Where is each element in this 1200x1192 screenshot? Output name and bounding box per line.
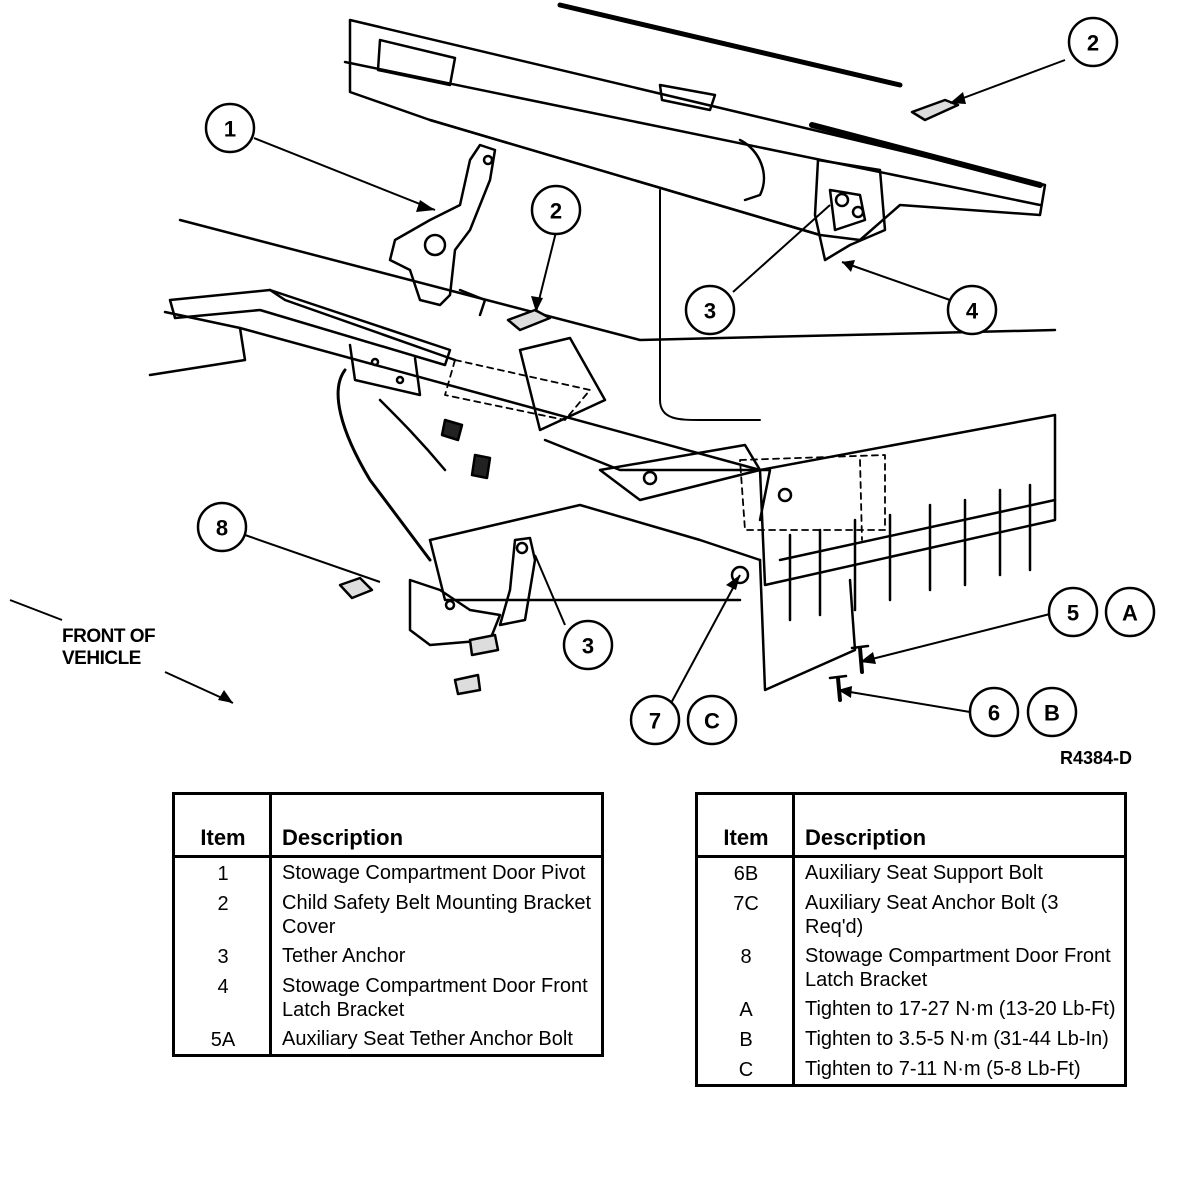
callout-B: B [1044, 701, 1060, 726]
table-row: 8 Stowage Compartment Door Front Latch B… [696, 941, 1126, 994]
leader-lines [9, 59, 1066, 713]
callout-circle-2-lower [530, 184, 582, 236]
legend-left-header-desc: Description [270, 793, 603, 858]
legend-item: 2 [173, 888, 272, 941]
callout-circle-8 [196, 501, 248, 553]
callout-7: 7 [649, 709, 661, 734]
front-latch-bracket-lower [338, 576, 502, 696]
callout-C: C [704, 709, 720, 734]
callout-1: 1 [224, 117, 236, 142]
callout-3-upper: 3 [704, 299, 716, 324]
callout-circle-2-upper [1067, 16, 1119, 68]
legend-desc: Stowage Compartment Door Front Latch Bra… [805, 945, 1111, 991]
table-row: A Tighten to 17-27 N·m (13-20 Lb-Ft) [696, 994, 1126, 1024]
legend-desc: Child Safety Belt Mounting Bracket Cover [282, 892, 592, 938]
callout-circle-A [1104, 586, 1156, 638]
legend-item: C [696, 1054, 795, 1086]
floor-pan [148, 218, 1057, 602]
table-row: 3 Tether Anchor [173, 941, 603, 971]
belt-bracket-cover-lower [506, 308, 552, 332]
legend-desc: Tighten to 17-27 N·m (13-20 Lb-Ft) [805, 998, 1116, 1020]
legend-desc: Tether Anchor [282, 945, 406, 967]
legend-desc: Auxiliary Seat Tether Anchor Bolt [282, 1028, 573, 1050]
callout-6: 6 [988, 701, 1000, 726]
legend-desc: Auxiliary Seat Support Bolt [805, 862, 1043, 884]
legend-desc: Stowage Compartment Door Front Latch Bra… [282, 975, 588, 1021]
table-row: 1 Stowage Compartment Door Pivot [173, 856, 603, 888]
rear-step-plate [758, 413, 1057, 692]
legend-desc: Tighten to 7-11 N·m (5-8 Lb-Ft) [805, 1058, 1081, 1080]
floor-cross-member [168, 288, 457, 397]
callout-circle-7 [629, 694, 681, 746]
exploded-parts-diagram: 1 2 2 3 4 8 3 5 A 6 B 7 C [9, 2, 1156, 746]
legend-right-header-item: Item [696, 793, 795, 858]
door-pivot [388, 143, 497, 317]
legend-desc: Stowage Compartment Door Pivot [282, 862, 586, 884]
callout-2-lower: 2 [550, 199, 562, 224]
belt-bracket-cover-upper [910, 98, 960, 122]
upper-cross-member [343, 2, 1047, 242]
table-row: 4 Stowage Compartment Door Front Latch B… [173, 971, 603, 1024]
leader-arrowheads [218, 92, 966, 703]
callout-3-lower: 3 [582, 634, 594, 659]
table-row: 7C Auxiliary Seat Anchor Bolt (3 Req'd) [696, 888, 1126, 941]
phantom-door-outline [444, 359, 886, 541]
legend-desc: Auxiliary Seat Anchor Bolt (3 Req'd) [805, 892, 1059, 938]
callout-circle-C [686, 694, 738, 746]
front-of-vehicle-label: FRONT OF VEHICLE [62, 626, 156, 670]
callout-circle-1 [204, 102, 256, 154]
legend-item: 6B [696, 856, 795, 888]
front-label-line2: VEHICLE [62, 648, 141, 669]
legend-item: 8 [696, 941, 795, 994]
legend-item: 7C [696, 888, 795, 941]
table-row: C Tighten to 7-11 N·m (5-8 Lb-Ft) [696, 1054, 1126, 1086]
table-row: B Tighten to 3.5-5 N·m (31-44 Lb-In) [696, 1024, 1126, 1054]
table-row: 2 Child Safety Belt Mounting Bracket Cov… [173, 888, 603, 941]
callout-circle-3-lower [562, 619, 614, 671]
legend-item: A [696, 994, 795, 1024]
callout-2-upper: 2 [1087, 31, 1099, 56]
callout-circle-4 [946, 284, 998, 336]
table-row: 6B Auxiliary Seat Support Bolt [696, 856, 1126, 888]
callout-circle-B [1026, 686, 1078, 738]
legend-item: 1 [173, 856, 272, 888]
tether-anchor-lower [498, 536, 537, 627]
legend-item: 3 [173, 941, 272, 971]
table-row: 5A Auxiliary Seat Tether Anchor Bolt [173, 1024, 603, 1056]
callout-8: 8 [216, 516, 228, 541]
legend-item: 5A [173, 1024, 272, 1056]
legend-table-right: Item Description 6B Auxiliary Seat Suppo… [695, 792, 1127, 1087]
callout-circle-5 [1047, 586, 1099, 638]
tether-strap [336, 189, 761, 562]
callout-circle-3-upper [684, 284, 736, 336]
legend-item: B [696, 1024, 795, 1054]
callout-A: A [1122, 601, 1138, 626]
legend-item: 4 [173, 971, 272, 1024]
callout-5: 5 [1067, 601, 1079, 626]
callout-circle-6 [968, 686, 1020, 738]
front-latch-bracket-upper [813, 158, 887, 262]
front-label-line1: FRONT OF [62, 626, 156, 647]
bolts [440, 418, 870, 702]
legend-table-left: Item Description 1 Stowage Compartment D… [172, 792, 604, 1057]
legend-right-header-desc: Description [793, 793, 1126, 858]
legend-desc: Tighten to 3.5-5 N·m (31-44 Lb-In) [805, 1028, 1109, 1050]
legend-left-header-item: Item [173, 793, 272, 858]
callout-4: 4 [966, 299, 979, 324]
figure-id: R4384-D [1060, 748, 1133, 768]
